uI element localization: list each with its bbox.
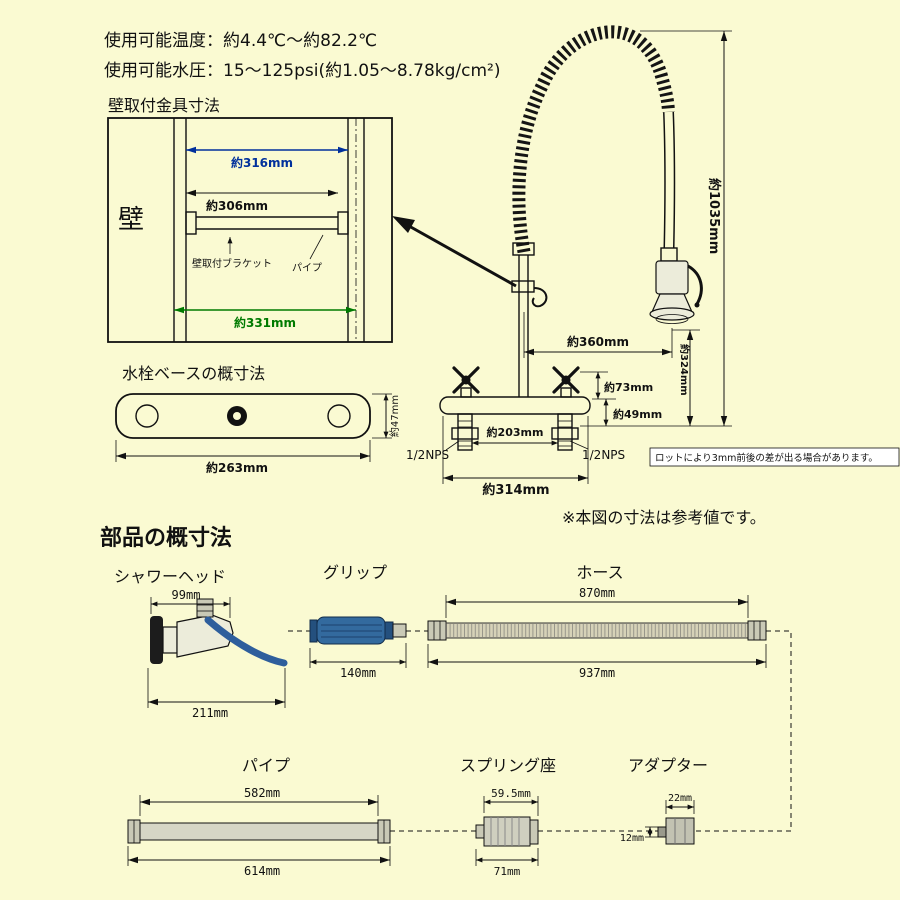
bracket-pipe-drawing bbox=[185, 211, 349, 235]
dim-203-label: 約203mm bbox=[487, 425, 544, 439]
dim-614-label: 614mm bbox=[244, 864, 280, 878]
dim-59-label: 59.5mm bbox=[491, 787, 531, 800]
hose-down-inner bbox=[664, 111, 674, 249]
hose-hook bbox=[531, 287, 548, 308]
shower-head-label: シャワーヘッド bbox=[114, 567, 226, 586]
faucet-dimensions: 約1035mm 約360mm 約324mm 約73mm 約49mm 約203mm… bbox=[406, 30, 900, 527]
dim-360-label: 約360mm bbox=[567, 334, 629, 349]
adapter-nut bbox=[665, 817, 695, 845]
pipe-label: パイプ bbox=[242, 756, 290, 775]
dim-140-label: 140mm bbox=[340, 666, 376, 680]
shower-lever-handle bbox=[204, 616, 288, 667]
nps-right-label: 1/2NPS bbox=[582, 448, 625, 462]
header-specs: 使用可能温度：約4.4℃～約82.2℃ 使用可能水圧：15～125psi(約1.… bbox=[104, 30, 501, 81]
spring-seat-body bbox=[483, 816, 531, 847]
usable-temperature-text: 使用可能温度：約4.4℃～約82.2℃ bbox=[104, 30, 377, 51]
base-title: 水栓ベースの概寸法 bbox=[122, 364, 265, 383]
spray-head-drawing bbox=[649, 247, 703, 324]
bracket-label: 壁取付ブラケット bbox=[192, 257, 272, 270]
base-dimensions-drawing: 水栓ベースの概寸法 約263mm 約47mm bbox=[115, 364, 401, 475]
grip-label: グリップ bbox=[323, 563, 387, 582]
dim-12-label: 12mm bbox=[620, 833, 644, 844]
wall-bracket-detail: 壁取付金具寸法 壁 約316mm 約306mm 壁取付ブラケット パイプ 約33… bbox=[107, 96, 393, 343]
base-right-hole bbox=[327, 404, 351, 428]
dim-73-label: 約73mm bbox=[604, 380, 653, 394]
dim-306-label: 約306mm bbox=[206, 198, 268, 213]
spring-coil-hose bbox=[512, 25, 675, 254]
dim-211-label: 211mm bbox=[192, 706, 228, 720]
parts-section: 部品の概寸法 シャワーヘッド 99mm 211mm グリップ bbox=[100, 525, 792, 878]
parts-title: 部品の概寸法 bbox=[100, 525, 232, 551]
dim-263-label: 約263mm bbox=[206, 460, 268, 475]
spray-face bbox=[150, 616, 163, 664]
wall-box-frame bbox=[107, 117, 393, 343]
adapter-part: アダプター 22mm 12mm bbox=[620, 756, 708, 845]
riser-column bbox=[511, 242, 548, 397]
base-left-hole bbox=[135, 404, 159, 428]
dim-324-label: 約324mm bbox=[678, 344, 691, 396]
pipe-part: パイプ 582mm 614mm bbox=[127, 756, 391, 878]
faucet-body bbox=[439, 366, 591, 451]
spring-seat-label: スプリング座 bbox=[460, 756, 556, 775]
usable-pressure-text: 使用可能水圧：15～125psi(約1.05～8.78kg/cm²) bbox=[104, 60, 501, 81]
right-handle bbox=[552, 366, 580, 398]
faucet-drawing bbox=[439, 25, 703, 451]
dim-47-label: 約47mm bbox=[388, 395, 401, 437]
grip-connector bbox=[392, 623, 407, 638]
adapter-stub bbox=[657, 826, 667, 838]
dim-99-label: 99mm bbox=[172, 588, 201, 602]
hose-part: ホース 870mm 937mm bbox=[427, 563, 767, 680]
dim-1035-label: 約1035mm bbox=[706, 178, 722, 254]
hose-label: ホース bbox=[576, 563, 623, 582]
adapter-label: アダプター bbox=[628, 756, 708, 775]
wall-bracket-clamp bbox=[511, 280, 535, 293]
base-outline bbox=[115, 393, 371, 439]
shower-head-part: シャワーヘッド 99mm 211mm bbox=[114, 567, 288, 720]
reference-note: ※本図の寸法は参考値です。 bbox=[562, 508, 766, 527]
dim-71-label: 71mm bbox=[494, 865, 521, 878]
wall-box-title: 壁取付金具寸法 bbox=[108, 96, 220, 115]
dim-582-label: 582mm bbox=[244, 786, 280, 800]
left-inlet-shank bbox=[451, 413, 479, 451]
pipe-leader-line bbox=[309, 234, 324, 260]
spring-seat-part: スプリング座 59.5mm 71mm bbox=[460, 756, 556, 878]
detail-pointer-arrow bbox=[392, 216, 517, 288]
connector-dash-3 bbox=[696, 630, 792, 832]
dim-937-label: 937mm bbox=[579, 666, 615, 680]
dim-316-label: 約316mm bbox=[231, 155, 293, 170]
dim-331-label: 約331mm bbox=[234, 315, 296, 330]
right-inlet-shank bbox=[551, 413, 579, 451]
hose-body bbox=[445, 622, 749, 639]
spray-lever bbox=[687, 264, 703, 305]
lot-note-box bbox=[649, 447, 900, 467]
nps-left-label: 1/2NPS bbox=[406, 448, 449, 462]
pipe-callout-label: パイプ bbox=[292, 262, 322, 274]
lot-note-text: ロットにより3mm前後の差が出る場合があります。 bbox=[655, 452, 878, 464]
dim-49-label: 約49mm bbox=[613, 407, 662, 421]
grip-part: グリップ 140mm bbox=[309, 563, 407, 680]
arrowhead bbox=[392, 216, 415, 233]
wall-label: 壁 bbox=[118, 205, 144, 235]
dim-870-label: 870mm bbox=[579, 586, 615, 600]
base-center-hole bbox=[233, 412, 241, 420]
dim-22-label: 22mm bbox=[668, 793, 692, 804]
pipe-body bbox=[139, 822, 379, 841]
faucet-base-bar bbox=[439, 396, 591, 415]
dim-314-label: 約314mm bbox=[482, 482, 549, 498]
